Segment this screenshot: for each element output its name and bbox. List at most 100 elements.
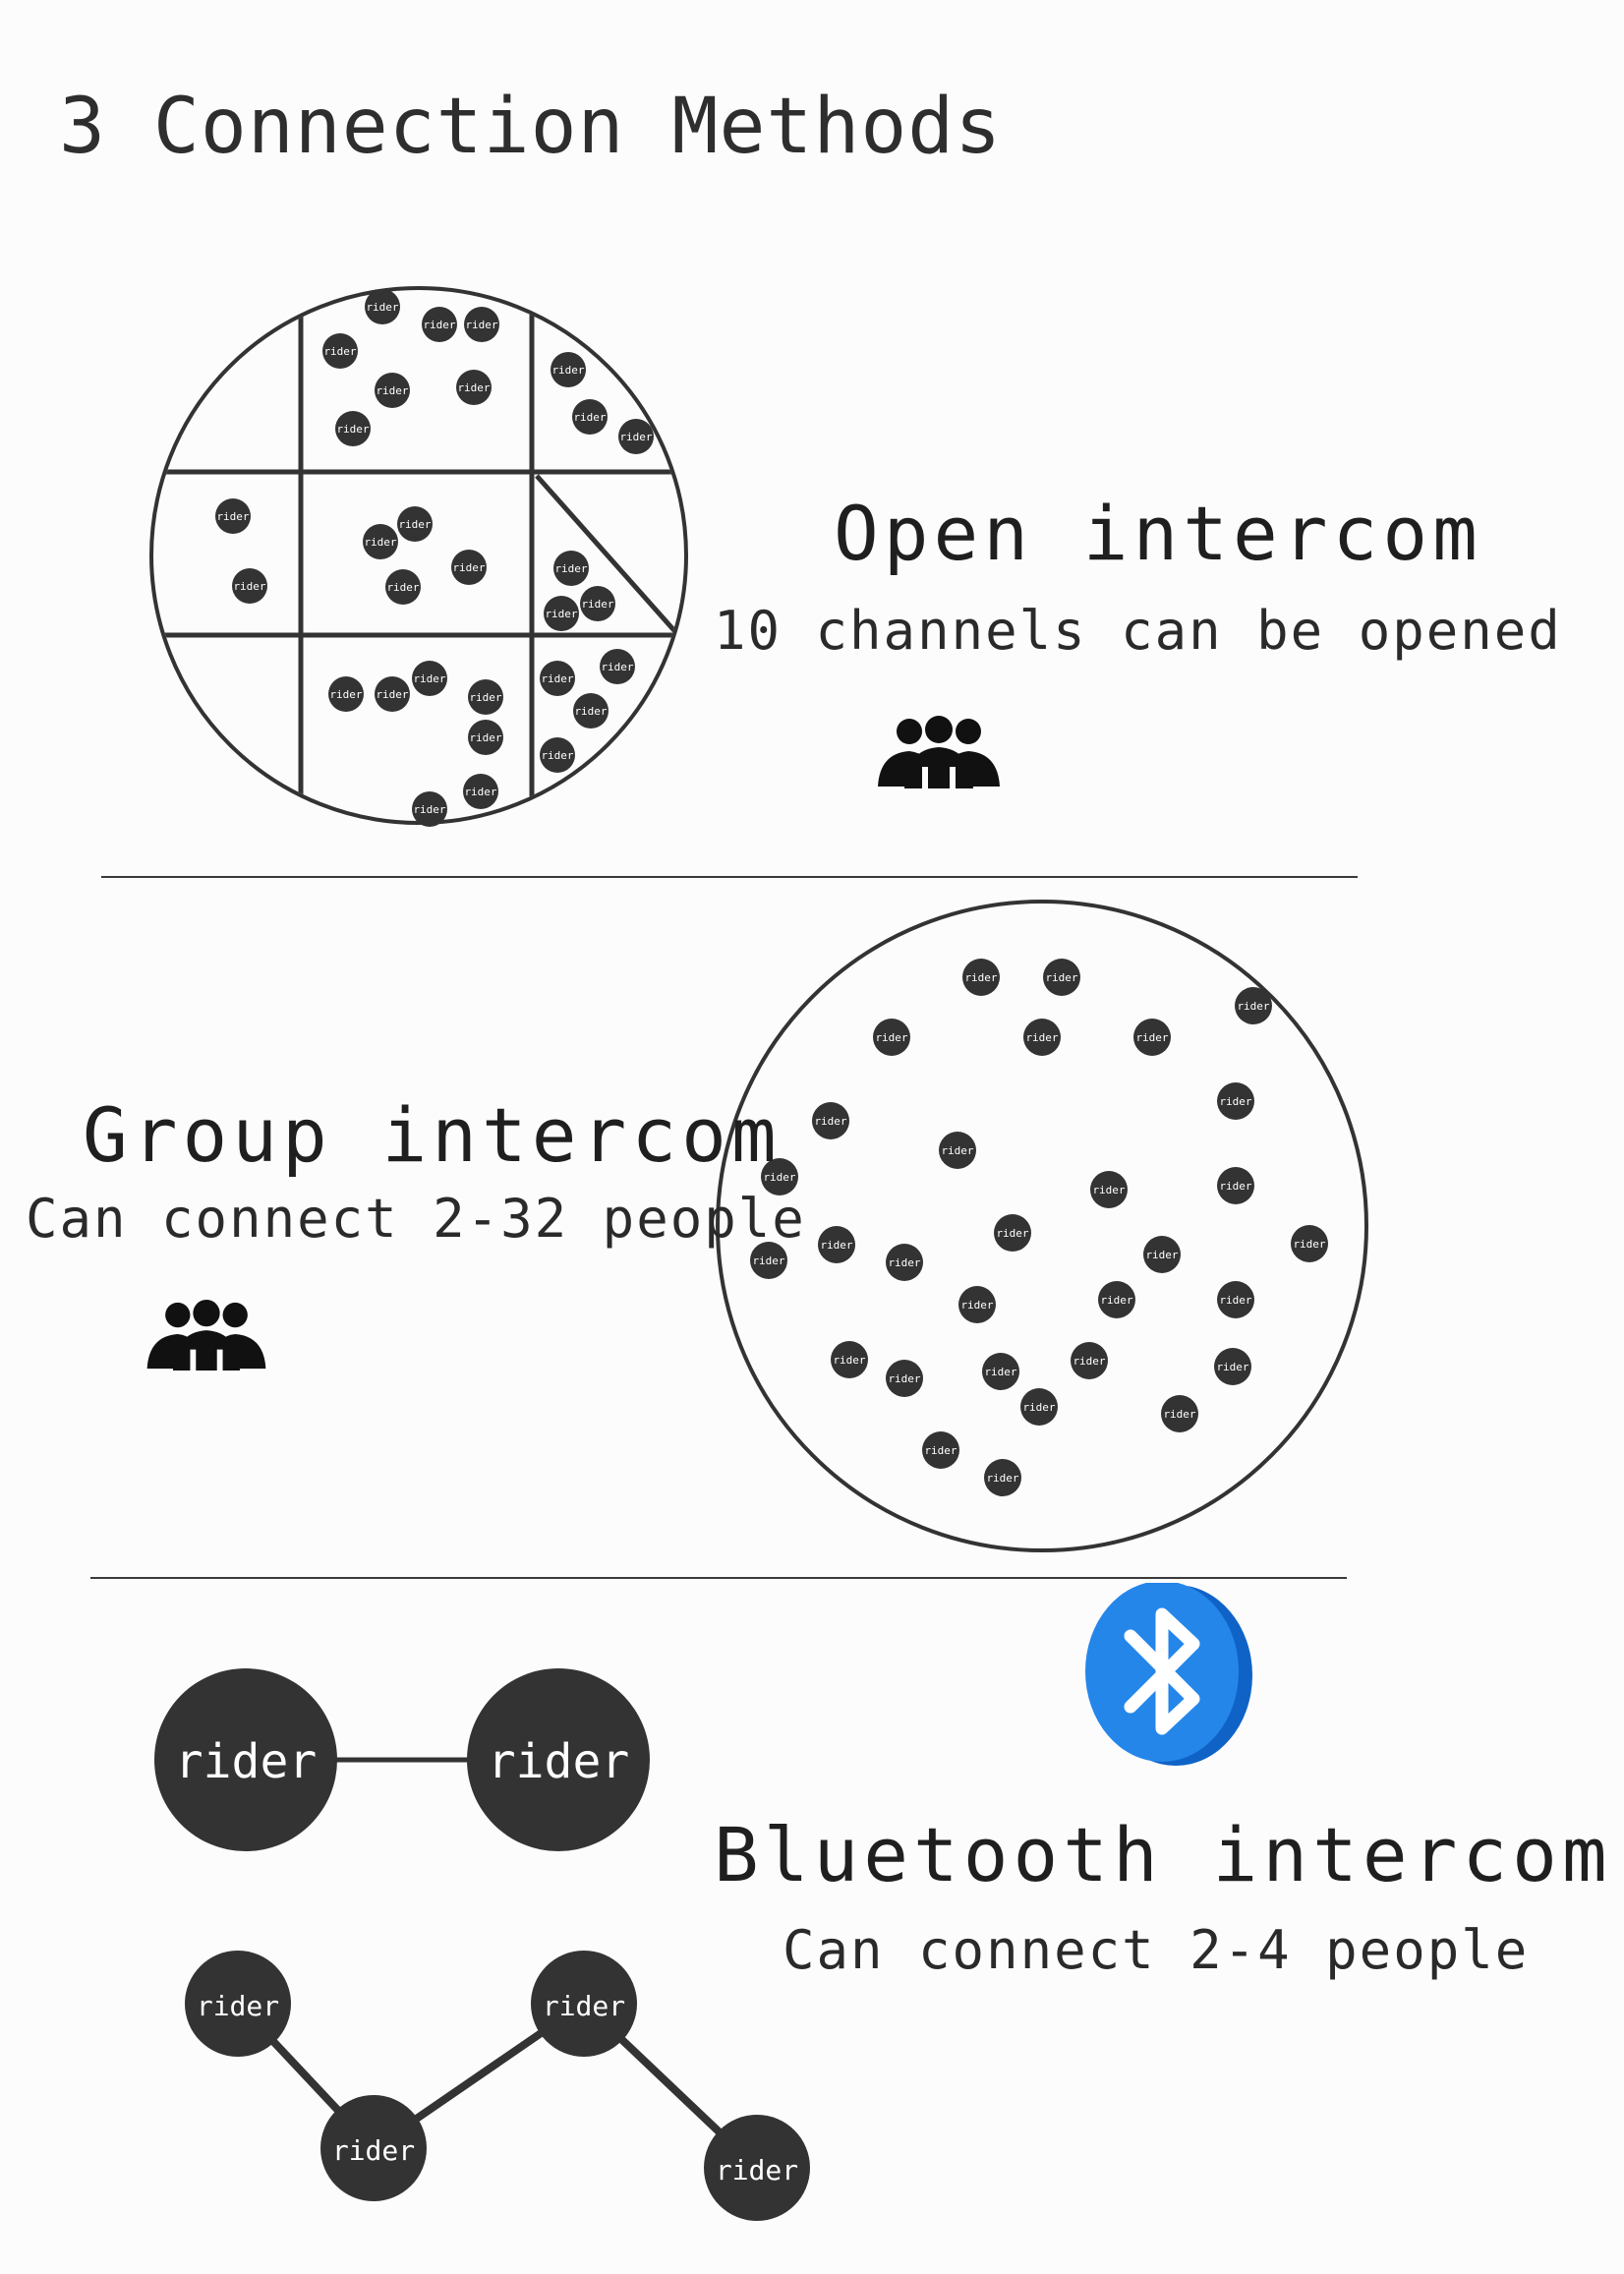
svg-text:rider: rider [233, 580, 265, 593]
svg-text:rider: rider [554, 562, 587, 575]
rider-node: rider [363, 524, 398, 559]
svg-text:rider: rider [551, 364, 584, 377]
rider-node: rider [962, 959, 1000, 996]
rider-node: rider [1133, 1019, 1171, 1056]
svg-text:rider: rider [1100, 1294, 1132, 1307]
svg-text:rider: rider [814, 1115, 846, 1128]
svg-text:rider: rider [888, 1256, 920, 1269]
svg-text:rider: rider [960, 1299, 993, 1312]
svg-text:rider: rider [464, 786, 496, 798]
rider-node: rider [1214, 1348, 1251, 1385]
svg-text:rider: rider [763, 1171, 795, 1184]
svg-text:rider: rider [197, 1990, 279, 2022]
rider-node: rider [922, 1431, 959, 1469]
rider-node: rider [540, 737, 575, 773]
svg-text:rider: rider [1216, 1361, 1248, 1373]
svg-text:rider: rider [1135, 1031, 1168, 1044]
rider-node: rider [328, 676, 364, 712]
open-intercom-subtitle: 10 channels can be opened [714, 600, 1562, 662]
rider-node: rider [873, 1019, 910, 1056]
svg-text:rider: rider [833, 1354, 865, 1367]
rider-node: rider [412, 661, 447, 696]
rider-node: rider [1217, 1082, 1254, 1120]
svg-text:rider: rider [996, 1227, 1028, 1240]
rider-node: rider [553, 551, 589, 586]
svg-text:rider: rider [398, 518, 431, 531]
rider-node: rider [761, 1158, 798, 1195]
rider-node: rider [468, 679, 503, 715]
svg-text:rider: rider [619, 431, 652, 443]
rider-node: rider [154, 1668, 337, 1851]
rider-node: rider [551, 352, 586, 387]
svg-text:rider: rider [488, 1734, 630, 1789]
svg-text:rider: rider [336, 423, 369, 436]
rider-node: rider [322, 333, 358, 369]
svg-text:rider: rider [924, 1444, 957, 1457]
open-intercom-title: Open intercom [834, 490, 1482, 577]
svg-text:rider: rider [964, 971, 997, 984]
rider-node: rider [1143, 1236, 1181, 1273]
group-intercom-diagram: rider rider rider rider rider rider rider rider… [716, 900, 1368, 1552]
svg-text:rider: rider [366, 301, 398, 314]
chain-link [235, 1998, 760, 2171]
rider-node: rider [704, 2115, 810, 2221]
svg-text:rider: rider [1145, 1249, 1178, 1261]
svg-text:rider: rider [1219, 1095, 1251, 1108]
svg-text:rider: rider [941, 1144, 973, 1157]
rider-node: rider [939, 1132, 976, 1169]
rider-node: rider [812, 1102, 849, 1139]
rider-node: rider [1023, 1019, 1061, 1056]
svg-text:rider: rider [1293, 1238, 1325, 1251]
rider-node: rider [540, 661, 575, 696]
svg-text:rider: rider [469, 691, 501, 704]
rider-node: rider [600, 649, 635, 684]
rider-node: rider [422, 307, 457, 342]
svg-text:rider: rider [376, 384, 408, 397]
rider-node: rider [1071, 1342, 1108, 1379]
svg-text:rider: rider [376, 688, 408, 701]
rider-node: rider [994, 1214, 1031, 1252]
svg-text:rider: rider [1022, 1401, 1055, 1414]
svg-text:rider: rider [364, 536, 396, 549]
rider-node: rider [215, 498, 251, 534]
svg-text:rider: rider [452, 561, 485, 574]
people-group-icon [144, 1300, 269, 1376]
rider-node: rider [958, 1286, 996, 1323]
rider-node: rider [1090, 1171, 1128, 1208]
svg-text:rider: rider [1092, 1184, 1125, 1196]
rider-node: rider [397, 506, 433, 542]
svg-text:rider: rider [216, 510, 249, 523]
bluetooth-icon [1085, 1583, 1252, 1766]
rider-node: rider [573, 693, 609, 729]
rider-node: rider [572, 399, 608, 435]
svg-text:rider: rider [1045, 971, 1077, 984]
svg-text:rider: rider [986, 1472, 1018, 1485]
svg-text:rider: rider [752, 1254, 784, 1267]
rider-node: rider [544, 596, 579, 631]
svg-text:rider: rider [323, 345, 356, 358]
rider-node: rider [1235, 987, 1272, 1024]
rider-node: rider [984, 1459, 1021, 1496]
rider-node: rider [232, 568, 267, 604]
svg-text:rider: rider [386, 581, 419, 594]
rider-node: rider [464, 307, 499, 342]
svg-text:rider: rider [1237, 1000, 1269, 1013]
bluetooth-intercom-subtitle: Can connect 2-4 people [783, 1919, 1530, 1981]
svg-text:rider: rider [984, 1366, 1016, 1378]
rider-node: rider [1217, 1281, 1254, 1318]
svg-text:rider: rider [423, 319, 455, 331]
group-intercom-title: Group intercom [83, 1091, 782, 1179]
rider-node: rider [185, 1951, 291, 2057]
group-intercom-subtitle: Can connect 2-32 people [26, 1188, 806, 1250]
rider-node: rider [1291, 1225, 1328, 1262]
rider-node: rider [1020, 1388, 1058, 1426]
rider-node: rider [1098, 1281, 1135, 1318]
rider-node: rider [580, 586, 615, 621]
rider-node: rider [1217, 1167, 1254, 1204]
rider-node: rider [365, 289, 400, 324]
rider-node: rider [886, 1244, 923, 1281]
svg-text:rider: rider [875, 1031, 907, 1044]
svg-text:rider: rider [545, 608, 577, 620]
